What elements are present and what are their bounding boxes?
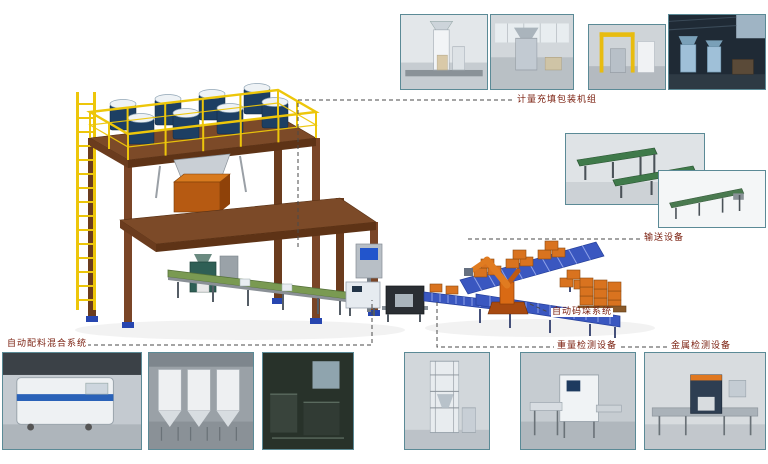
storage-hoppers: [109, 83, 289, 145]
photo-packing-line-art: [491, 15, 573, 89]
checkweigher: [345, 281, 381, 316]
metal-detector-unit: [382, 285, 428, 322]
label-metal-detection: 金属检测设备: [670, 341, 733, 351]
photo-gantry-bagger: [588, 24, 666, 90]
photo-packing-line: [490, 14, 574, 90]
photo-bagging-machine: [400, 14, 488, 90]
photo-incline-conveyor-art: [659, 171, 765, 227]
photo-metal-detector-art: [645, 353, 765, 449]
photo-mixing-tanks: [148, 352, 254, 450]
photo-plant-interior: [262, 352, 354, 450]
photo-batching-tower-art: [405, 353, 489, 449]
label-packaging-unit: 计量充填包装机组: [516, 95, 599, 105]
label-conveying: 输送设备: [643, 233, 686, 243]
label-weight-inspection: 重量检测设备: [556, 341, 619, 351]
photo-checkweigher-art: [521, 353, 635, 449]
label-batching-mixing: 自动配料混合系统: [6, 339, 89, 349]
photo-bagging-machine-art: [401, 15, 487, 89]
photo-batching-tower: [404, 352, 490, 450]
photo-incline-conveyor: [658, 170, 766, 228]
access-ladder-icon: [76, 92, 96, 310]
photo-checkweigher: [520, 352, 636, 450]
label-palletizing: 自动码垛系统: [551, 307, 614, 317]
photo-metal-detector: [644, 352, 766, 450]
photo-workshop-bagging-art: [669, 15, 765, 89]
photo-packaging-machine-art: [3, 353, 141, 449]
photo-workshop-bagging: [668, 14, 766, 90]
photo-packaging-machine: [2, 352, 142, 450]
ground-shadows: [75, 319, 655, 340]
photo-gantry-bagger-art: [589, 25, 665, 89]
photo-plant-interior-art: [263, 353, 353, 449]
photo-mixing-tanks-art: [149, 353, 253, 449]
batching-bin: [173, 173, 231, 213]
